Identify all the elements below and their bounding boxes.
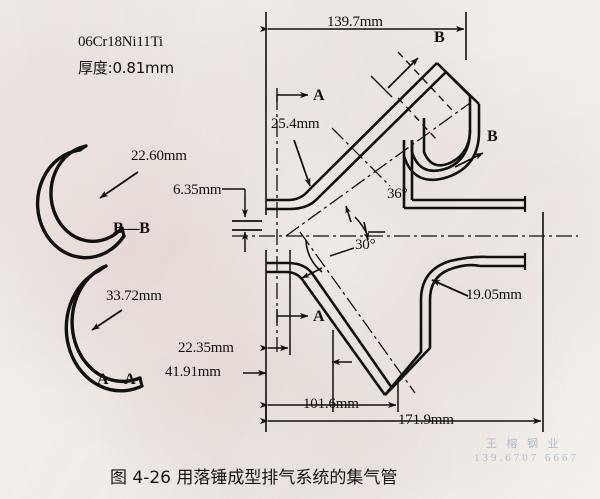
dim-171-9 — [260, 212, 544, 432]
dim-6-35 — [222, 188, 262, 252]
section-bb-arc — [35, 144, 126, 260]
centerlines — [232, 94, 578, 394]
leader-33-72 — [91, 309, 123, 331]
dim-label-25-4: 25.4mm — [271, 116, 320, 132]
dim-label-22-60: 22.60mm — [131, 148, 187, 164]
marker-label-a-top: A — [313, 87, 325, 104]
material-grade-label: 06Cr18Ni11Ti — [78, 34, 163, 50]
marker-a-top — [276, 88, 309, 102]
leader-22-60 — [99, 171, 139, 199]
section-label-aa: A—A — [97, 371, 136, 388]
section-line-b — [397, 51, 453, 111]
section-line-b2 — [397, 97, 438, 141]
figure-caption: 图 4-26 用落锤成型排气系统的集气管 — [110, 468, 398, 488]
leader-25-4 — [293, 139, 311, 187]
dim-label-22-35: 22.35mm — [178, 340, 234, 356]
marker-label-b-right: B — [487, 128, 498, 145]
pipe-lower-left-branch — [266, 261, 394, 396]
pipe-upper-left-branch — [266, 62, 447, 211]
dim-label-101-6: 101.6mm — [303, 396, 359, 412]
dim-label-33-72: 33.72mm — [106, 288, 162, 304]
angle-30-indicator — [301, 239, 355, 279]
leader-19-05 — [431, 279, 469, 297]
angle-label-30: 30° — [355, 237, 376, 253]
dim-label-6-35: 6.35mm — [173, 182, 222, 198]
dim-label-139-7: 139.7mm — [327, 14, 383, 30]
dim-139-7 — [260, 12, 467, 215]
marker-arrow-b-right — [454, 152, 484, 168]
dim-label-171-9: 171.9mm — [398, 412, 454, 428]
dim-label-41-91: 41.91mm — [165, 364, 221, 380]
watermark-phone: 139.6707 6667 — [474, 452, 579, 464]
section-aa-arc — [64, 264, 144, 393]
marker-label-a-bottom: A — [313, 308, 325, 325]
marker-label-b-upper: B — [434, 29, 445, 46]
dim-22-35 — [260, 250, 291, 360]
watermark-company: 王 榕 钢 业 — [486, 437, 562, 450]
angle-36-indicator — [345, 205, 385, 241]
material-thickness-label: 厚度:0.81mm — [78, 59, 174, 77]
marker-a-bottom — [276, 309, 309, 323]
marker-arrow-b-upper — [387, 57, 419, 89]
angle-label-36: 36° — [387, 186, 408, 202]
dim-label-19-05: 19.05mm — [466, 287, 522, 303]
section-label-bb: B—B — [113, 220, 150, 237]
pipe-upper-right-bend — [402, 62, 527, 212]
pipe-lower-right-bend — [384, 253, 527, 396]
dim-101-6 — [260, 330, 399, 420]
